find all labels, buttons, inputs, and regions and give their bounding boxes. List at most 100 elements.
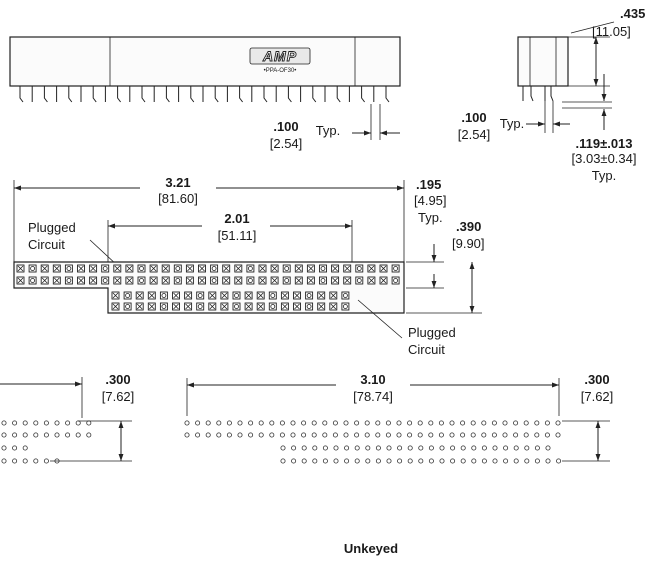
footprint-hole: [407, 458, 413, 464]
left-row-spacing-value: .300: [105, 372, 130, 387]
contact-cell: [40, 264, 49, 273]
footprint-hole: [333, 445, 339, 451]
footprint-hole: [492, 458, 498, 464]
contact-cell: [149, 276, 158, 285]
end-offset-note: Typ.: [592, 168, 617, 183]
contact-cell: [184, 291, 193, 300]
footprint-hole: [205, 420, 211, 426]
footprint-hole: [22, 458, 28, 464]
footprint-hole: [248, 420, 254, 426]
footprint-hole: [280, 445, 286, 451]
contact-cell: [268, 291, 277, 300]
footprint-hole: [1, 432, 7, 438]
contact-cell: [208, 291, 217, 300]
footprint-hole: [322, 445, 328, 451]
footprint-hole: [22, 445, 28, 451]
footprint-hole: [407, 445, 413, 451]
footprint-hole: [534, 420, 540, 426]
footprint-hole: [449, 432, 455, 438]
footprint-hole: [312, 458, 318, 464]
footprint-hole: [65, 432, 71, 438]
contact-cell: [125, 276, 134, 285]
footprint-hole: [534, 432, 540, 438]
footprint-hole: [216, 420, 222, 426]
footprint-hole: [279, 420, 285, 426]
footprint-hole: [54, 432, 60, 438]
contact-cell: [293, 302, 301, 311]
contact-cell: [161, 276, 170, 285]
footprint-hole: [385, 420, 391, 426]
footprint-hole: [545, 445, 551, 451]
side-pin: [19, 86, 24, 103]
footprint-hole: [471, 445, 477, 451]
footprint-hole: [301, 432, 307, 438]
contact-cell: [125, 264, 134, 273]
footprint-hole: [513, 458, 519, 464]
side-pitch-value: .100: [273, 119, 298, 134]
contact-cell: [77, 276, 85, 285]
contact-cell: [210, 276, 219, 285]
end-height-value: .435: [620, 6, 645, 21]
top-view: 3.21 [81.60] 2.01 [51.11] Plugged Circui…: [13, 174, 485, 357]
contact-cell: [234, 276, 243, 285]
contact-cell: [256, 302, 265, 311]
contact-cell: [280, 302, 289, 311]
footprint-hole: [365, 445, 371, 451]
end-pitch-value: .100: [461, 110, 486, 125]
footprint-hole: [322, 420, 328, 426]
contact-cell: [137, 276, 146, 285]
footprint-hole: [396, 432, 402, 438]
side-pin: [190, 86, 195, 103]
contact-cell: [135, 291, 144, 300]
footprint-hole: [291, 458, 297, 464]
footprint-hole: [343, 432, 349, 438]
footprint-hole: [544, 432, 550, 438]
footprint-hole: [481, 445, 487, 451]
contact-cell: [306, 276, 315, 285]
contact-cell: [234, 264, 243, 273]
footprint-hole: [513, 432, 519, 438]
side-pin: [165, 86, 170, 103]
contact-cell: [123, 302, 132, 311]
footprint-hole: [216, 432, 222, 438]
top-view-contacts: [16, 264, 400, 311]
footprint-hole: [12, 420, 18, 426]
footprint-hole: [248, 432, 254, 438]
contact-cell: [282, 264, 291, 273]
contact-cell: [319, 264, 327, 273]
contact-cell: [331, 264, 340, 273]
contact-cell: [282, 276, 291, 285]
footprint-hole: [184, 432, 190, 438]
contact-cell: [135, 302, 144, 311]
right-footprint-holes: [184, 420, 562, 464]
side-pin: [141, 86, 146, 103]
contact-cell: [89, 264, 98, 273]
contact-cell: [28, 264, 37, 273]
footprint-hole: [375, 432, 381, 438]
contact-cell: [208, 302, 217, 311]
contact-cell: [331, 276, 340, 285]
footprint-hole: [1, 458, 7, 464]
edge-note: Typ.: [418, 210, 443, 225]
contact-cell: [280, 291, 289, 300]
contact-cell: [244, 291, 253, 300]
contact-cell: [159, 291, 168, 300]
footprint-hole: [33, 432, 39, 438]
footprint-hole: [280, 458, 286, 464]
side-pitch-dimension: .100 [2.54] Typ.: [270, 104, 400, 151]
footprint-hole: [534, 458, 540, 464]
footprint-hole: [344, 458, 350, 464]
footprint-hole: [75, 420, 81, 426]
left-footprint-holes: [1, 420, 92, 464]
contact-cell: [391, 276, 400, 285]
contact-cell: [64, 264, 73, 273]
contact-cell: [137, 264, 146, 273]
contact-cell: [77, 264, 85, 273]
edge-value: .195: [416, 177, 441, 192]
contact-cell: [113, 264, 122, 273]
footprint-hole: [269, 420, 275, 426]
contact-cell: [232, 302, 241, 311]
contact-cell: [343, 276, 352, 285]
contact-cell: [319, 276, 327, 285]
contact-cell: [379, 276, 388, 285]
